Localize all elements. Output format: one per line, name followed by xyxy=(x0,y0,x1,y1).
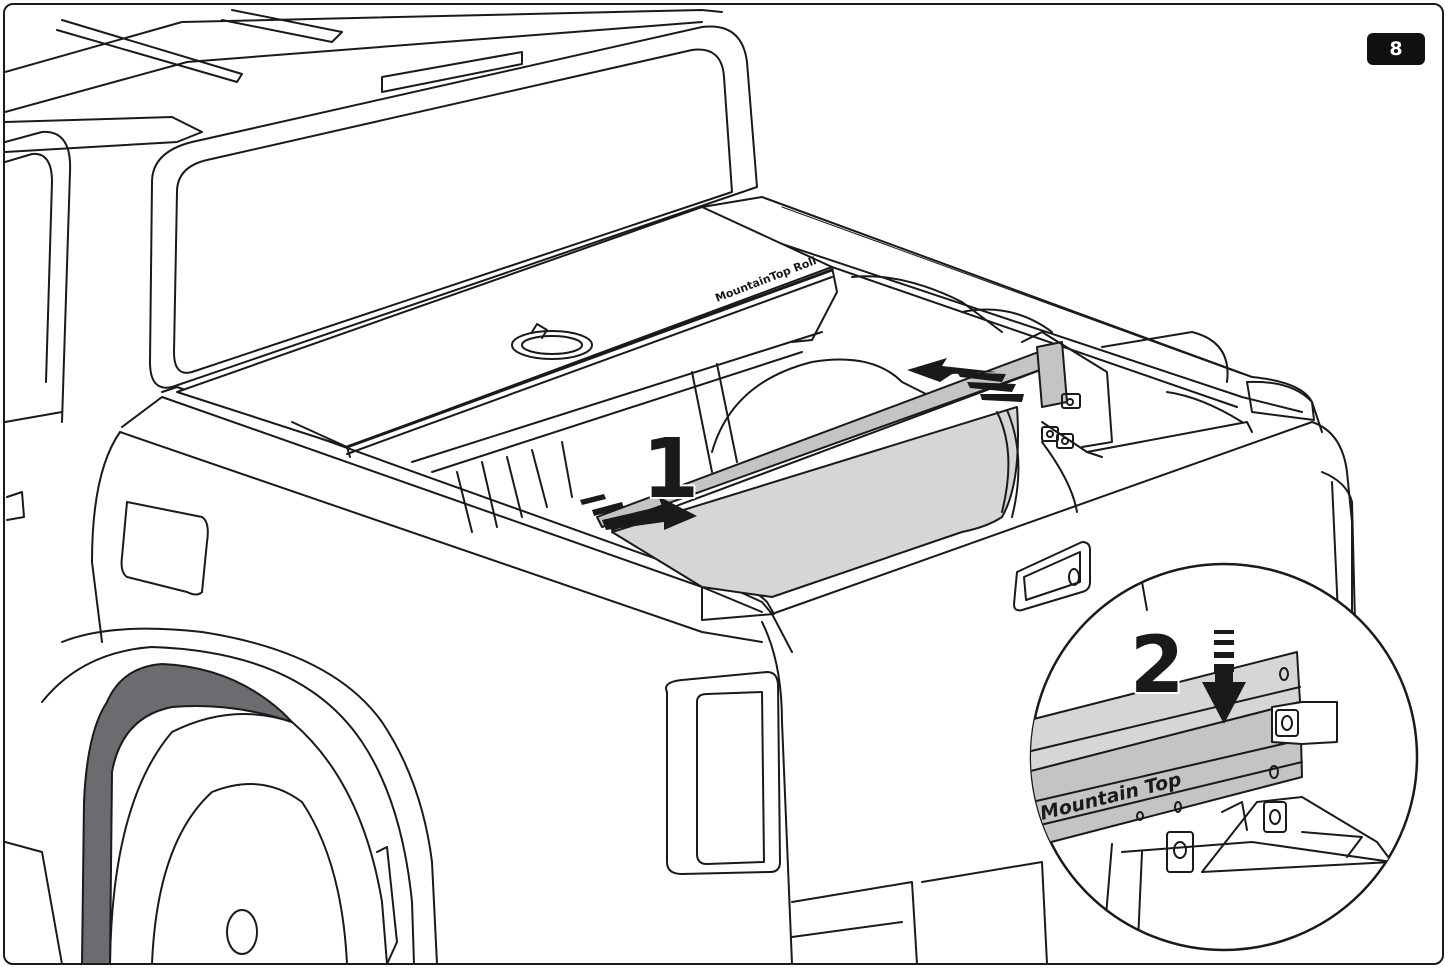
lid-handle xyxy=(511,323,593,360)
cab-roof xyxy=(5,9,723,153)
bed-interior xyxy=(411,275,1253,533)
truck-bed-illustration: 1 MountainTop Roll xyxy=(5,9,1419,963)
tailgate-handle xyxy=(1013,541,1091,612)
cab-door xyxy=(5,130,72,521)
rear-window xyxy=(149,25,758,389)
detail-callout-circle: Mountain Top xyxy=(1029,562,1419,952)
illustration-frame: 1 MountainTop Roll xyxy=(3,3,1444,965)
tailgate xyxy=(761,421,1358,963)
callout-leader-line xyxy=(1141,581,1148,611)
arrow-step-one xyxy=(580,358,1024,530)
wheel xyxy=(109,713,398,963)
wheel-arch xyxy=(81,663,293,963)
arrow-step-two xyxy=(1202,630,1246,724)
callout-step-one: 1 xyxy=(642,422,699,517)
cassette-lid xyxy=(176,206,838,458)
bed-side-panel xyxy=(5,431,438,963)
callout-step-two: 2 xyxy=(1130,621,1184,711)
rear-bumper xyxy=(791,861,1048,963)
tail-light xyxy=(665,671,781,875)
cover-panel xyxy=(596,331,1113,598)
step-number-badge: 8 xyxy=(1367,33,1425,65)
bracket-hardware xyxy=(1021,331,1113,449)
